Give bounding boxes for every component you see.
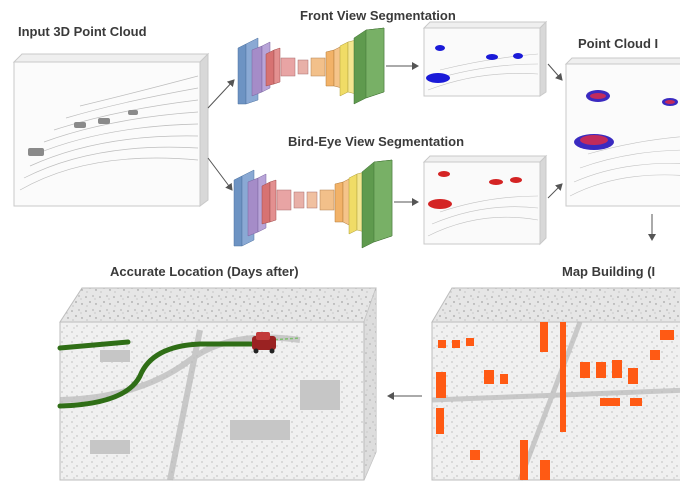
front-view-label: Front View Segmentation	[300, 8, 456, 23]
bev-network-icon	[233, 159, 393, 249]
input-point-cloud-box	[12, 52, 210, 207]
localization-map-box	[57, 287, 377, 481]
bev-label: Bird-Eye View Segmentation	[288, 134, 464, 149]
front-view-network-icon	[237, 27, 385, 105]
input-point-cloud-label: Input 3D Point Cloud	[18, 24, 147, 39]
front-view-car-marks	[426, 45, 523, 83]
accurate-location-label: Accurate Location (Days after)	[110, 264, 299, 279]
bev-car-marks	[428, 171, 522, 209]
point-cloud-label: Point Cloud I	[578, 36, 658, 51]
bev-output-box	[422, 154, 548, 246]
trajectory-path	[57, 339, 255, 409]
pipeline-arrows	[207, 62, 656, 400]
segmented-point-cloud-box	[564, 57, 680, 207]
segmented-car-marks	[574, 90, 678, 150]
map-building-box	[431, 287, 680, 481]
front-view-output-box	[422, 20, 548, 97]
map-object-marks	[436, 322, 674, 480]
map-building-label: Map Building (I	[562, 264, 655, 279]
red-car-icon	[252, 332, 276, 354]
